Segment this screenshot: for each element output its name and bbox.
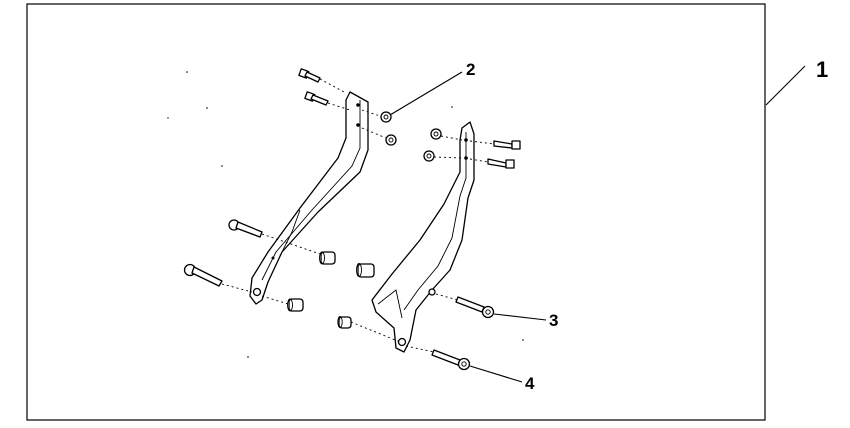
spacer-3: [356, 263, 375, 278]
callout-2-label: 2: [466, 60, 475, 79]
spacer-4: [337, 316, 352, 329]
callout-3-leader: [493, 313, 547, 321]
callout-1-label: 1: [816, 57, 828, 82]
long-bolt-left-1: [228, 219, 321, 255]
callout-1-leader: [765, 65, 806, 106]
spacer-1: [319, 251, 336, 265]
specks: [167, 71, 524, 358]
long-bolt-left-2: [183, 263, 289, 305]
left-bracket: [249, 91, 369, 305]
right-bracket: [371, 121, 475, 353]
nut-upper-right-1: [430, 128, 442, 140]
callout-3-label: 3: [549, 311, 558, 330]
spacer-2: [287, 298, 304, 312]
nut-upper-left-1: [380, 111, 392, 123]
small-bolt-upper-right-1: [469, 140, 521, 150]
callout-2-leader: [389, 71, 463, 116]
long-bolt-right-3: [435, 293, 495, 319]
nut-upper-right-2: [423, 150, 435, 162]
callout-4-label: 4: [525, 374, 535, 393]
nut-upper-left-2: [385, 134, 397, 146]
long-bolt-right-4: [405, 345, 471, 371]
callout-4-leader: [469, 365, 523, 383]
small-bolt-upper-left-1: [298, 68, 347, 94]
diagram-frame: [26, 3, 766, 421]
small-bolt-upper-left-2: [304, 91, 351, 111]
small-bolt-upper-right-2: [469, 158, 515, 169]
